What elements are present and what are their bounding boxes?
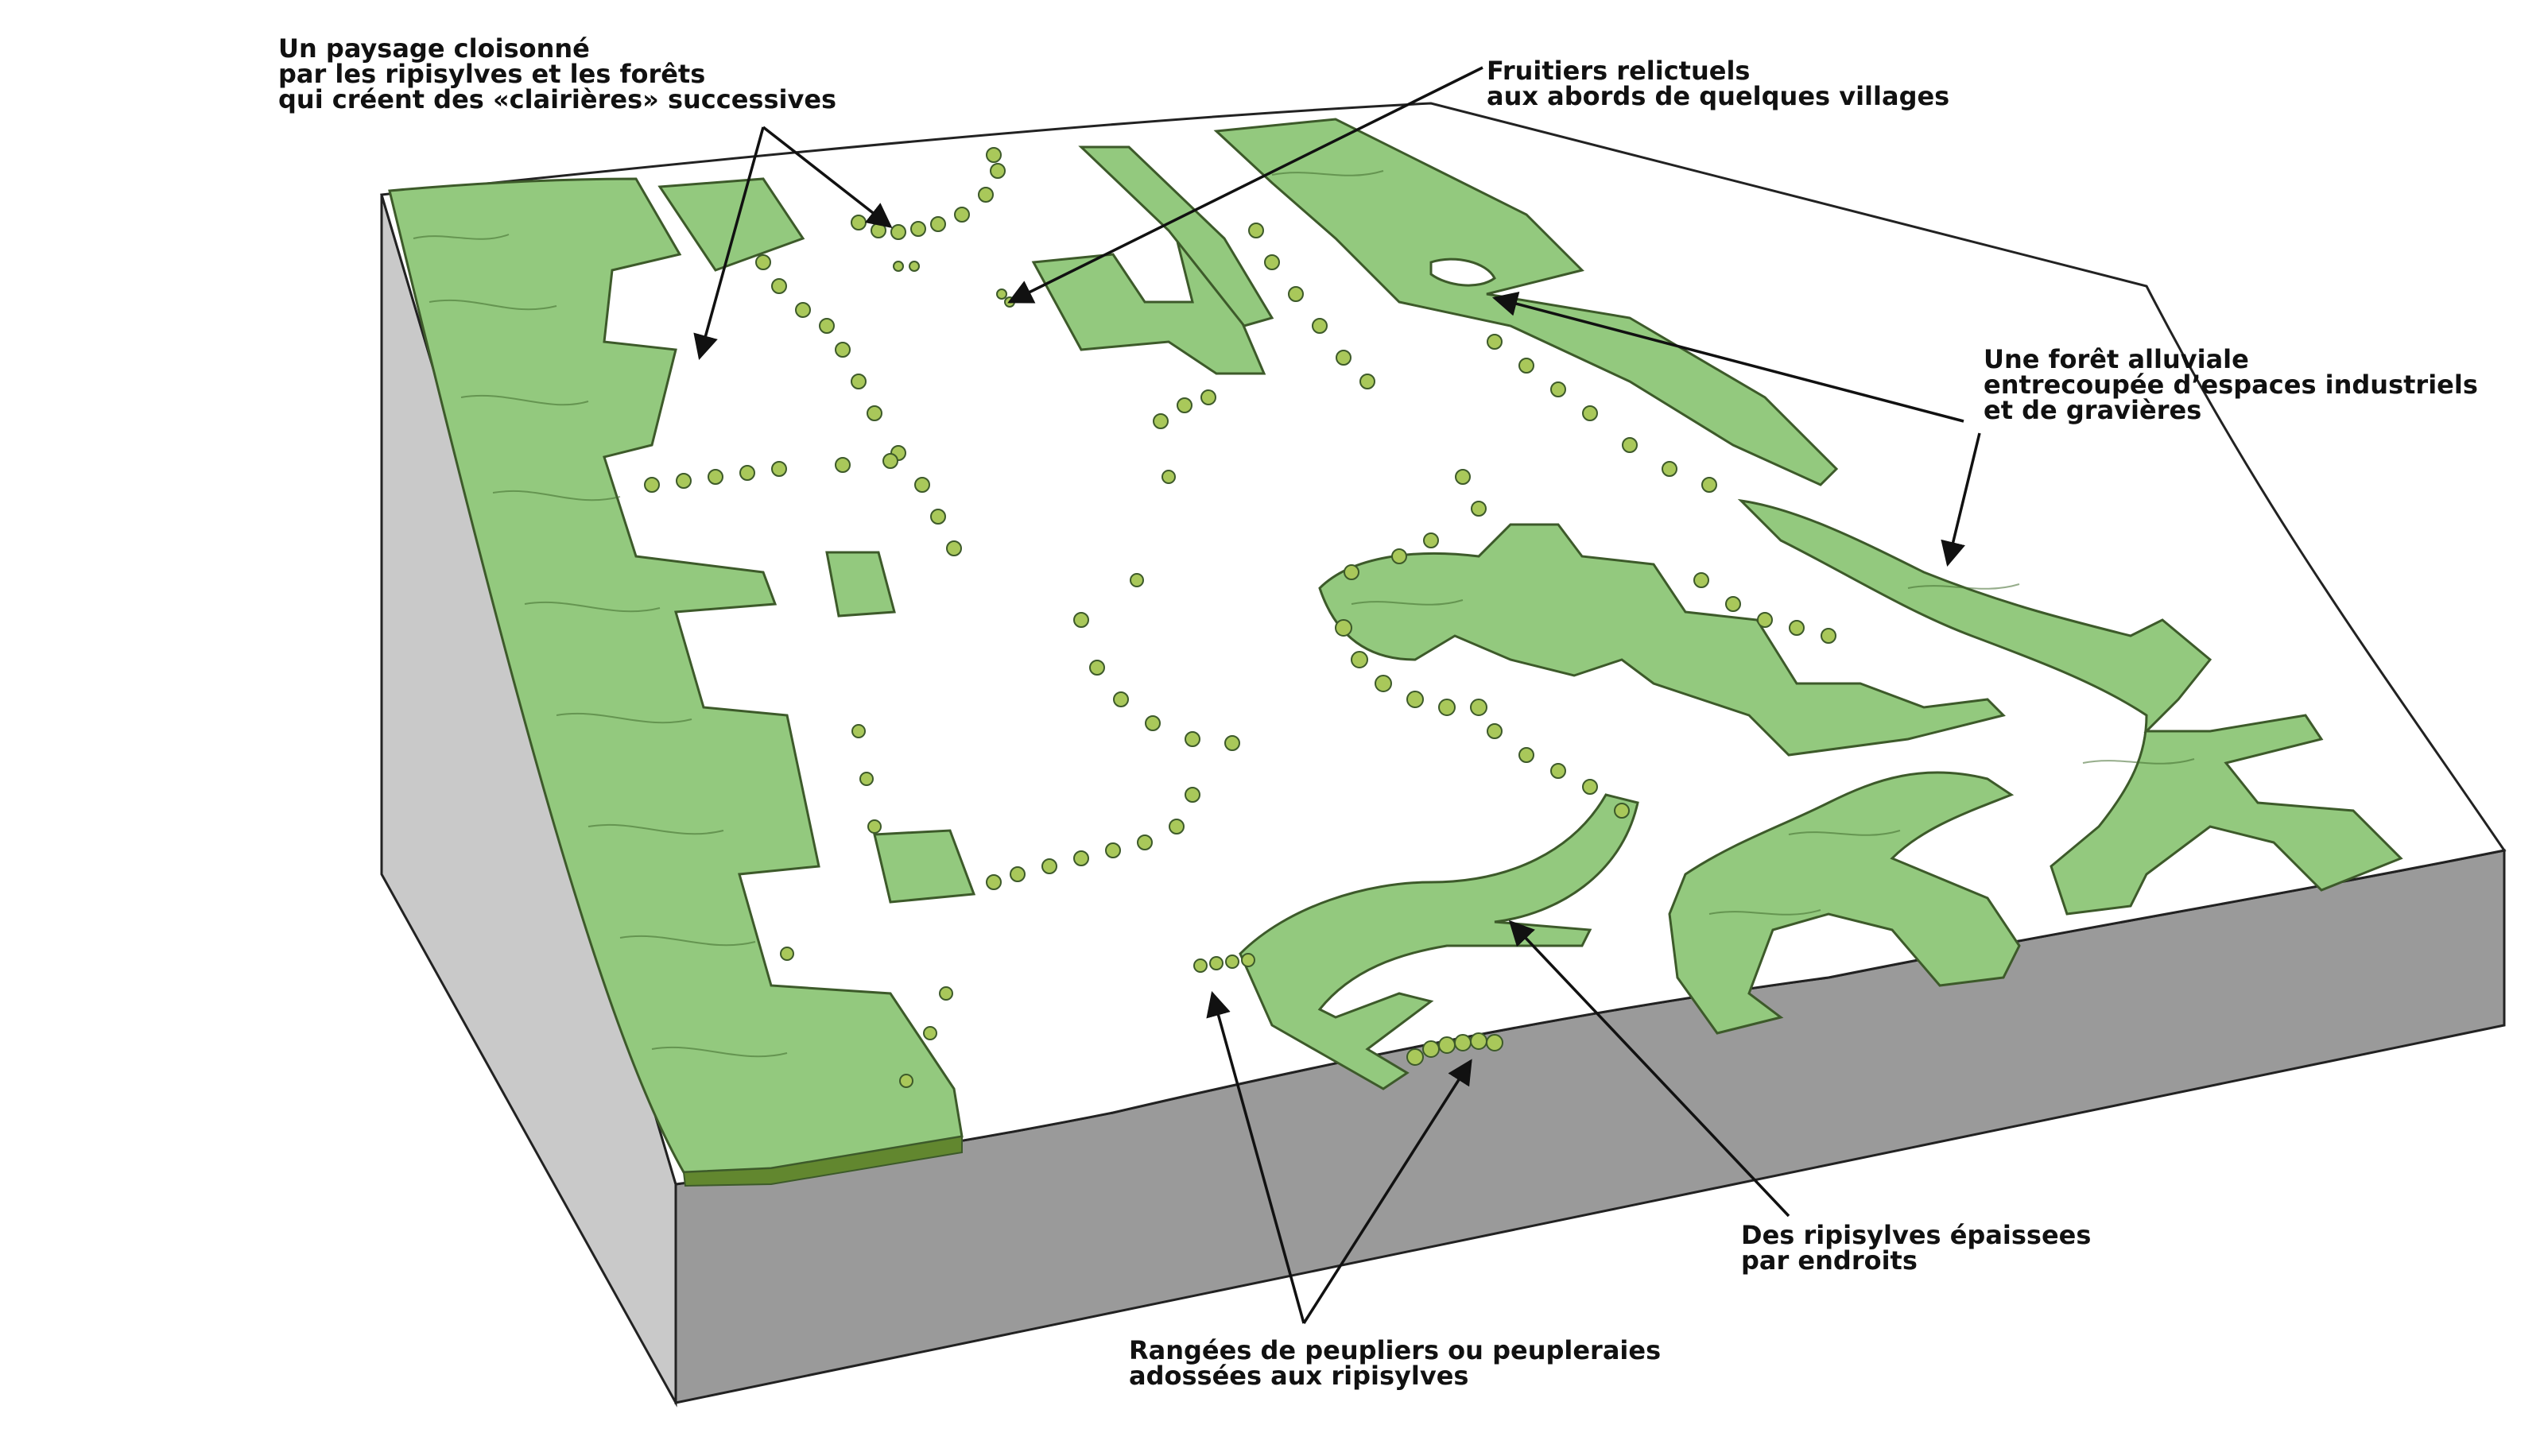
forest-top-strip [1078,145,1274,327]
forest-upper-right [1213,118,1839,486]
forest-central [1318,523,2006,757]
arrow-rangees-2 [1302,1059,1472,1324]
annotation-arrows [693,66,1981,1324]
forest-upper-left [657,177,805,272]
label-paysage-line-3: qui créent des «clairières» successives [278,84,836,114]
arrow-fruitiers [1007,66,1483,304]
label-foret-line-2: entrecoupée d’espaces industriels [1984,370,2478,400]
label-fruitiers-line-1: Fruitiers relictuels [1487,56,1750,86]
arrow-foret-1 [1491,291,1964,423]
label-foret: Une forêt alluviale entrecoupée d’espace… [1984,344,2478,425]
label-fruitiers: Fruitiers relictuels aux abords de quelq… [1487,56,1949,111]
arrow-foret-2 [1941,432,1981,567]
arrow-rangees-1 [1206,990,1305,1324]
forest-right-arm [1737,498,2403,916]
label-rangees: Rangées de peupliers ou peupleraies ados… [1129,1335,1661,1391]
arrow-ripisylves [1508,920,1790,1218]
label-ripisylves-line-1: Des ripisylves épaissees [1741,1220,2091,1250]
label-paysage-line-1: Un paysage cloisonné [278,33,590,64]
arrow-paysage-1 [693,126,765,361]
label-paysage-line-2: par les ripisylves et les forêts [278,59,705,89]
label-rangees-line-2: adossées aux ripisylves [1129,1361,1468,1391]
forest-patches [388,118,2403,1187]
forest-lower-hook [1239,793,1639,1090]
label-ripisylves-line-2: par endroits [1741,1245,1918,1276]
label-ripisylves: Des ripisylves épaissees par endroits [1741,1220,2091,1276]
label-paysage: Un paysage cloisonné par les ripisylves … [278,33,836,114]
label-rangees-line-1: Rangées de peupliers ou peupleraies [1129,1335,1661,1365]
forest-patch-square-1 [825,551,896,618]
label-foret-line-3: et de gravières [1984,395,2201,425]
tree-rows [644,147,1836,1088]
forest-patch-square-2 [873,829,976,904]
label-foret-line-1: Une forêt alluviale [1984,344,2249,374]
label-fruitiers-line-2: aux abords de quelques villages [1487,81,1949,111]
forest-upper-right-ring [1429,258,1496,287]
forest-right-lower [1668,771,2021,1035]
arrow-paysage-2 [762,126,893,228]
